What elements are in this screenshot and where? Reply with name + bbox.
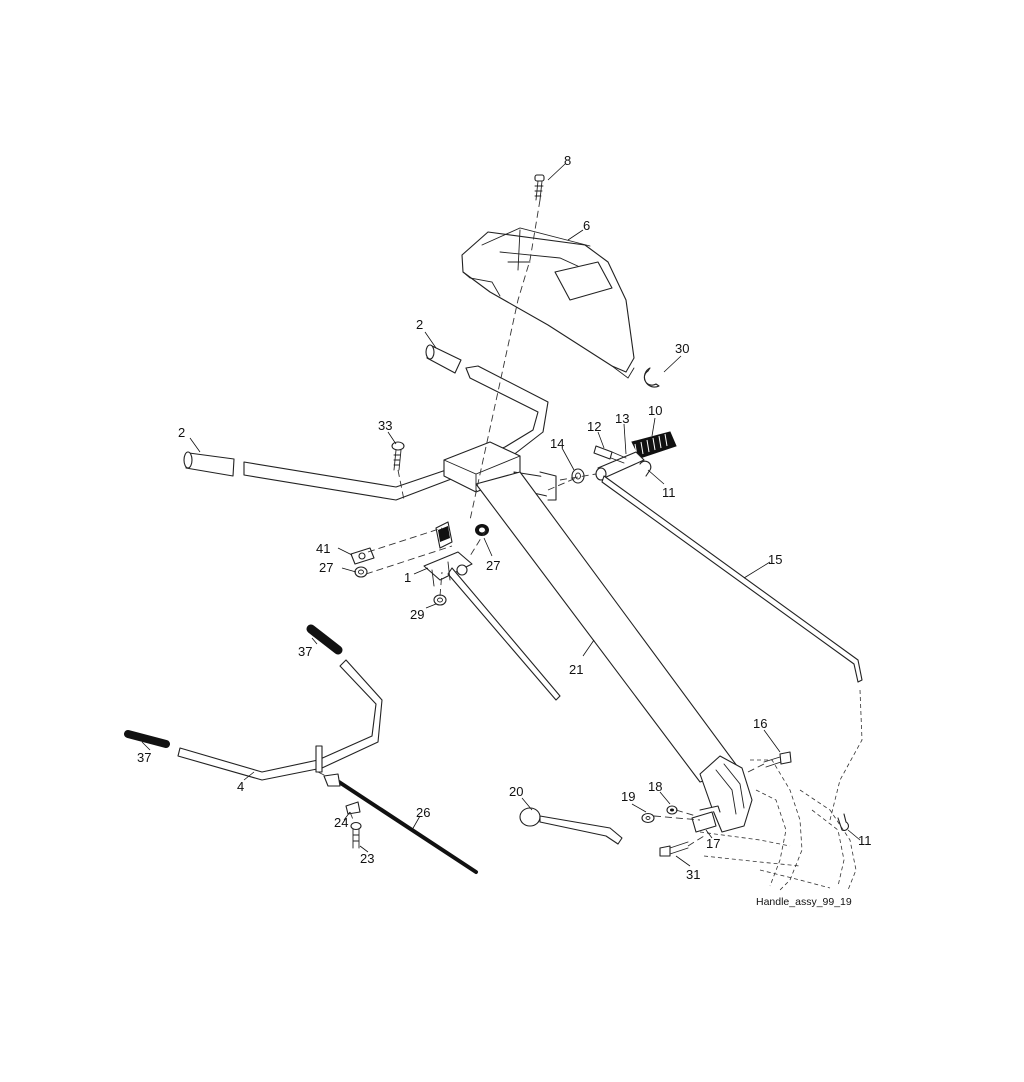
callout-16: 16	[753, 716, 767, 731]
callout-37-top: 37	[298, 644, 312, 659]
callout-15: 15	[768, 552, 782, 567]
callout-26: 26	[416, 805, 430, 820]
control-bracket-1	[423, 521, 561, 701]
shift-rod	[601, 475, 863, 683]
callout-10: 10	[648, 403, 662, 418]
drive-lever-4	[177, 659, 383, 781]
tiller-frame-phantom	[699, 689, 863, 891]
clip-30	[643, 367, 660, 388]
leader-lines	[141, 163, 861, 867]
callout-23: 23	[360, 851, 374, 866]
callout-30: 30	[675, 341, 689, 356]
callout-12: 12	[587, 419, 601, 434]
hairpin-11-top	[639, 460, 652, 477]
bolt-33	[391, 441, 405, 471]
callout-24: 24	[334, 815, 348, 830]
dash-panel	[461, 227, 635, 379]
callout-20: 20	[509, 784, 523, 799]
nut-29	[433, 594, 447, 606]
hairpin-11-lower	[837, 813, 850, 832]
shift-knob-rod-20	[519, 807, 623, 845]
callout-41: 41	[316, 541, 330, 556]
grip-37-left	[124, 730, 170, 748]
washer-19	[641, 812, 655, 824]
callout-11-lower: 11	[858, 833, 872, 848]
callout-11-top: 11	[662, 485, 676, 500]
bushing-14	[571, 468, 585, 484]
nut-27-right	[475, 524, 489, 536]
callout-21: 21	[569, 662, 583, 677]
handle-grip-right	[425, 344, 462, 374]
callout-8: 8	[564, 153, 571, 168]
bolt-12	[593, 445, 627, 464]
callout-6: 6	[583, 218, 590, 233]
callout-37-left: 37	[137, 750, 151, 765]
grip-37-upper	[306, 624, 343, 655]
diagram-caption: Handle_assy_99_19	[756, 896, 852, 908]
bracket-41	[350, 547, 375, 565]
nut-27-left	[354, 566, 368, 578]
assembly-lines	[317, 199, 765, 847]
callout-14: 14	[550, 436, 564, 451]
clip-24	[345, 801, 361, 815]
callout-27-left: 27	[319, 560, 333, 575]
drive-cable-26	[323, 773, 478, 874]
callout-18: 18	[648, 779, 662, 794]
callout-2-top: 2	[416, 317, 423, 332]
bolt-31	[659, 841, 689, 857]
callout-1: 1	[404, 570, 411, 585]
callout-31: 31	[686, 867, 700, 882]
bolt-16	[763, 751, 792, 768]
callout-33: 33	[378, 418, 392, 433]
bolt-23	[350, 821, 362, 849]
callout-labels: 8 6 2 30 2 33 10 12 13 14 11 41 27 1 27 …	[137, 153, 872, 882]
callout-19: 19	[621, 789, 635, 804]
handle-tube	[475, 471, 753, 833]
callout-17: 17	[706, 836, 720, 851]
handle-grip-left	[183, 451, 235, 477]
callout-4: 4	[237, 779, 244, 794]
callout-29: 29	[410, 607, 424, 622]
bracket-17	[691, 805, 721, 833]
callout-27-right: 27	[486, 558, 500, 573]
screw-8	[534, 174, 545, 201]
callout-13: 13	[615, 411, 629, 426]
nut-18	[666, 805, 678, 815]
callout-2-left: 2	[178, 425, 185, 440]
